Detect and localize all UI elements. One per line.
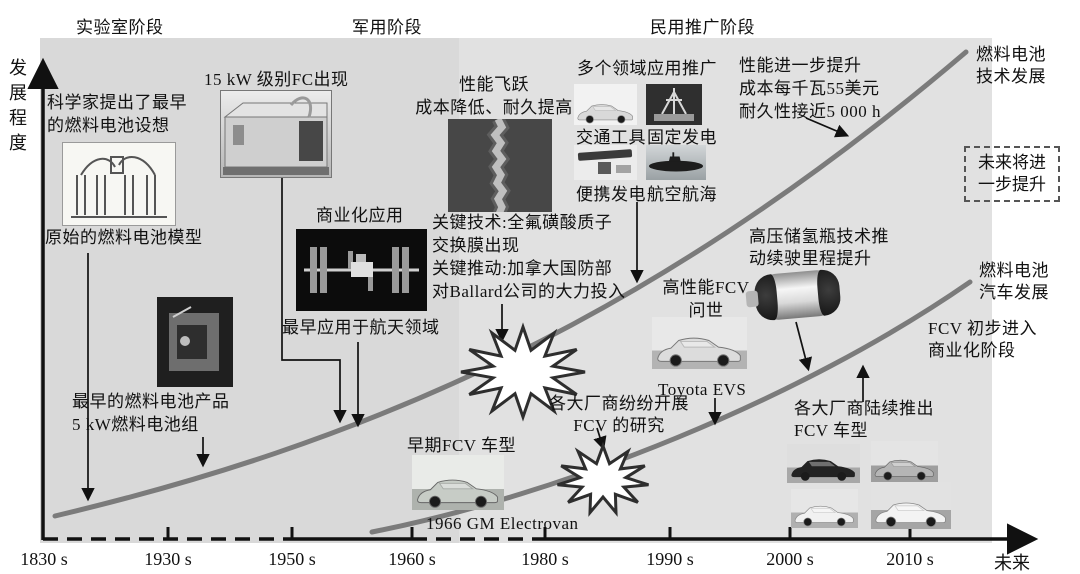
vehicle-development-curve: [369, 279, 973, 535]
photo-proton-membrane-micrograph: [448, 119, 552, 212]
note-manufacturers-launch: 各大厂商陆续推出 FCV 车型: [794, 399, 934, 440]
caption-aero-marine: 航空航海: [647, 185, 717, 204]
phase-label-laboratory: 实验室阶段: [76, 18, 164, 37]
photo-fcv-sedan-dark: [787, 444, 860, 483]
photo-portable-power: [574, 145, 637, 180]
x-tick-1950s: 1950 s: [268, 549, 316, 569]
note-high-performance-fcv: 高性能FCV 问世: [662, 278, 750, 320]
note-commercial-use: 商业化应用: [316, 206, 404, 225]
phase-label-civil: 民用推广阶段: [650, 18, 755, 37]
note-earliest-product: 最早的燃料电池产品 5 kW燃料电池组: [72, 392, 230, 434]
note-manufacturers-research: 各大厂商纷纷开展 FCV 的研究: [549, 394, 689, 435]
photo-fcv-suv-white-1: [791, 489, 858, 528]
photo-original-fuel-cell-sketch: [62, 142, 176, 226]
photo-fcv-suv-silver: [871, 441, 938, 482]
note-performance-leap: 性能飞跃 成本降低、耐久提高: [415, 75, 573, 117]
y-axis-label: 发展程度: [7, 58, 27, 158]
x-tick-2010s: 2010 s: [886, 549, 934, 569]
curve-label-technology: 燃料电池 技术发展: [976, 45, 1046, 86]
note-aerospace-use: 最早应用于航天领域: [282, 318, 440, 337]
breakthrough-burst-2: [557, 441, 649, 517]
x-tick-1930s: 1930 s: [144, 549, 192, 569]
photo-high-performance-fcv: [652, 317, 747, 369]
photo-space-station: [296, 229, 427, 311]
photo-15kw-fc-generator: [220, 90, 332, 178]
note-key-technology: 关键技术:全氟磺酸质子 交换膜出现 关键推动:加拿大国防部 对Ballard公司…: [432, 213, 626, 301]
note-performance-further: 性能进一步提升 成本每千瓦55美元 耐久性接近5 000 h: [739, 56, 881, 121]
future-improvement-box: 未来将进 一步提升: [964, 146, 1060, 202]
note-gm-electrovan: 1966 GM Electrovan: [426, 514, 579, 533]
photo-early-fcv-minivan: [412, 455, 504, 510]
photo-stationary-power: [646, 84, 702, 125]
note-fcv-commercialization: FCV 初步进入 商业化阶段: [928, 319, 1038, 360]
photo-fcv-suv-white-2: [871, 482, 951, 529]
note-toyota-evs: Toyota EVS: [658, 380, 747, 399]
caption-stationary-power: 固定发电: [647, 128, 717, 147]
photo-first-fc-product: [157, 297, 233, 387]
x-tick-1960s: 1960 s: [388, 549, 436, 569]
x-tick-1980s: 1980 s: [521, 549, 569, 569]
breakthrough-burst-1: [460, 322, 586, 422]
photo-transport-concept-car: [574, 84, 637, 125]
note-original-model: 原始的燃料电池模型: [45, 228, 203, 247]
x-tick-future: 未来: [994, 553, 1030, 573]
note-scientist-concept: 科学家提出了最早 的燃料电池设想: [47, 93, 187, 135]
caption-transport: 交通工具: [576, 128, 646, 147]
caption-portable-power: 便携发电: [576, 185, 646, 204]
photo-hydrogen-tank: [745, 268, 842, 322]
annotation-arrows: [81, 117, 870, 502]
note-multi-domain: 多个领域应用推广: [577, 59, 717, 78]
note-early-fcv-models: 早期FCV 车型: [407, 436, 517, 455]
curve-label-vehicle: 燃料电池 汽车发展: [979, 261, 1049, 302]
note-15kw-fc: 15 kW 级别FC出现: [204, 70, 349, 89]
phase-label-military: 军用阶段: [352, 18, 422, 37]
photo-submarine: [646, 145, 706, 180]
x-tick-1830s: 1830 s: [20, 549, 68, 569]
x-tick-2000s: 2000 s: [766, 549, 814, 569]
x-tick-1990s: 1990 s: [646, 549, 694, 569]
x-axis-ticks: [166, 527, 912, 539]
note-hydrogen-tank: 高压储氢瓶技术推 动续驶里程提升: [749, 227, 889, 268]
